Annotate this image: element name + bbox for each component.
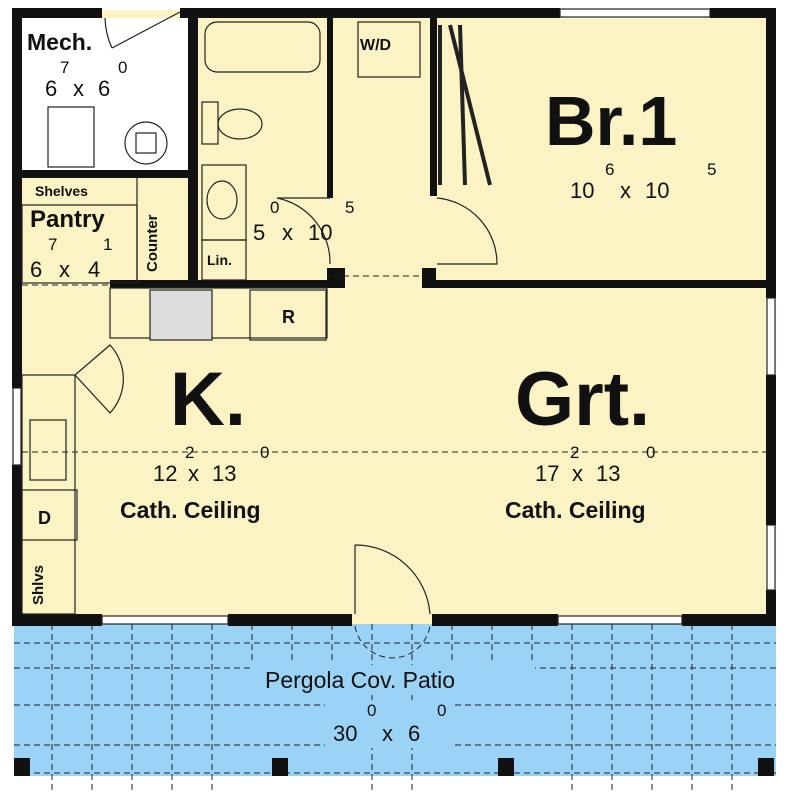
dim-sup: 7 bbox=[60, 58, 69, 77]
dim-sup: 1 bbox=[103, 235, 112, 254]
dim-sup: 2 bbox=[570, 443, 579, 462]
washer-dryer bbox=[357, 21, 421, 78]
dim-a: 6 bbox=[45, 76, 57, 101]
label-refrigerator: R bbox=[282, 307, 295, 327]
toilet bbox=[217, 108, 263, 140]
label-counter: Counter bbox=[144, 214, 161, 272]
post bbox=[758, 758, 774, 776]
water-heater bbox=[47, 106, 95, 168]
room-name-kitchen: K. bbox=[170, 357, 246, 442]
dim-a: 6 bbox=[30, 257, 42, 282]
label-ceiling: Cath. Ceiling bbox=[120, 497, 261, 523]
dim-sup: 0 bbox=[646, 443, 655, 462]
dim-sup: 5 bbox=[707, 160, 716, 179]
dim-sup: 5 bbox=[345, 198, 354, 217]
room-name-patio: Pergola Cov. Patio bbox=[265, 667, 455, 693]
bathtub bbox=[204, 21, 321, 73]
dim-x: x bbox=[572, 461, 583, 486]
dim-b: 10 bbox=[645, 178, 669, 203]
dim-sup: 0 bbox=[260, 443, 269, 462]
dim-b: 6 bbox=[98, 76, 110, 101]
walls bbox=[12, 8, 776, 626]
refrigerator bbox=[249, 289, 327, 341]
dim-x: x bbox=[620, 178, 631, 203]
dim-a: 10 bbox=[570, 178, 594, 203]
label-dishwasher: D bbox=[38, 508, 51, 528]
room-name-bedroom: Br.1 bbox=[545, 82, 677, 160]
label-shelves: Shlvs bbox=[30, 565, 47, 605]
sink bbox=[206, 180, 238, 220]
dim-a: 12 bbox=[153, 461, 177, 486]
linen-closet bbox=[201, 239, 247, 281]
dim-b: 10 bbox=[308, 220, 332, 245]
room-name-mech: Mech. bbox=[27, 29, 92, 55]
post bbox=[498, 758, 514, 776]
room-name-pantry: Pantry bbox=[30, 206, 105, 233]
dim-a: 5 bbox=[253, 220, 265, 245]
mech-room bbox=[22, 18, 188, 170]
label-shelves: Shelves bbox=[35, 183, 88, 199]
dim-a: 17 bbox=[535, 461, 559, 486]
fixtures bbox=[21, 21, 492, 615]
post bbox=[14, 758, 30, 776]
dishwasher bbox=[21, 489, 78, 541]
range-stove bbox=[149, 289, 213, 341]
dim-sup: 0 bbox=[437, 701, 446, 720]
dim-b: 4 bbox=[88, 257, 100, 282]
kitchen-sink bbox=[29, 419, 67, 481]
kitchen-counter bbox=[109, 287, 328, 339]
dim-b: 13 bbox=[596, 461, 620, 486]
windows bbox=[12, 8, 776, 625]
label-washer-dryer: W/D bbox=[360, 37, 391, 54]
dim-sup: 6 bbox=[605, 160, 614, 179]
dim-sup: 7 bbox=[48, 235, 57, 254]
post bbox=[272, 758, 288, 776]
room-name-great-room: Grt. bbox=[515, 357, 650, 442]
dim-x: x bbox=[73, 76, 84, 101]
dim-b: 13 bbox=[212, 461, 236, 486]
dim-sup: 0 bbox=[270, 198, 279, 217]
doors bbox=[22, 11, 766, 659]
label-linen: Lin. bbox=[207, 252, 232, 268]
dim-x: x bbox=[382, 721, 393, 746]
furnace bbox=[124, 121, 168, 165]
dim-sup: 2 bbox=[185, 443, 194, 462]
closet-rod bbox=[438, 24, 492, 186]
dim-x: x bbox=[59, 257, 70, 282]
label-ceiling: Cath. Ceiling bbox=[505, 497, 646, 523]
dim-x: x bbox=[188, 461, 199, 486]
dim-a: 30 bbox=[333, 721, 357, 746]
dim-x: x bbox=[282, 220, 293, 245]
dim-sup: 0 bbox=[118, 58, 127, 77]
dim-sup: 0 bbox=[367, 701, 376, 720]
dim-b: 6 bbox=[408, 721, 420, 746]
